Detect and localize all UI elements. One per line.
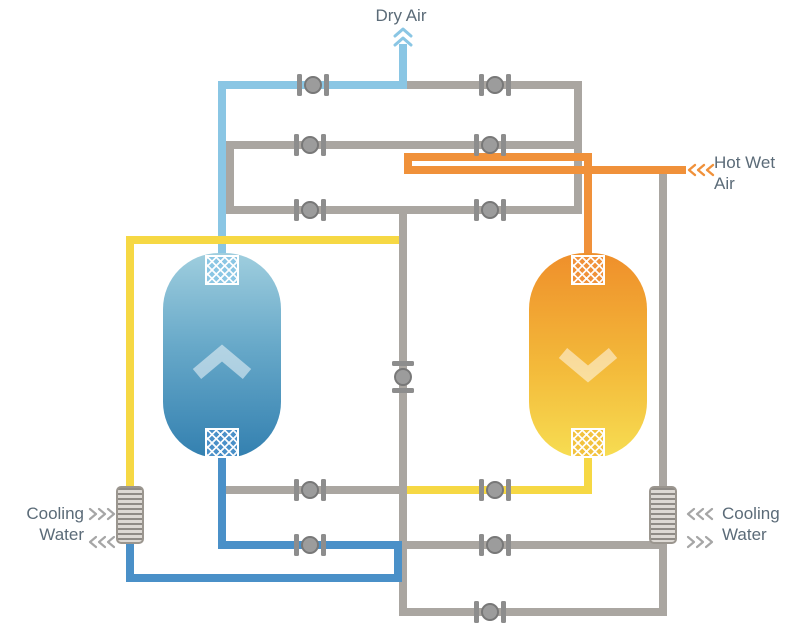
- pipe-header2: [226, 141, 582, 149]
- valve-icon-header1-right: [479, 74, 511, 96]
- pipe-yellow-top: [126, 236, 399, 244]
- pipe-bottom-return: [399, 608, 667, 616]
- left-tower: [163, 253, 281, 458]
- cooling-water-right-line1: Cooling: [722, 504, 780, 523]
- pipe-hot-air-upper: [404, 153, 592, 161]
- cooling-right-inlet-icon: [686, 507, 714, 521]
- pipe-yellow-right-riser: [584, 448, 592, 494]
- cooling-water-left-label: Cooling Water: [8, 503, 84, 545]
- valve-icon-yellow-bottom: [479, 479, 511, 501]
- valve-icon-bottom-left: [294, 479, 326, 501]
- valve-icon-header2-left: [294, 134, 326, 156]
- up-flow-arrow-icon: [192, 344, 252, 379]
- valve-icon-header3-right: [474, 199, 506, 221]
- valve-icon-bottom-right: [479, 534, 511, 556]
- valve-icon-bottom-return: [474, 601, 506, 623]
- left-tower-top-port: [205, 255, 239, 285]
- right-tower-top-port: [571, 255, 605, 285]
- left-tower-bottom-port: [205, 428, 239, 458]
- cooling-water-right-label: Cooling Water: [722, 503, 798, 545]
- valve-icon-center-crossover: [392, 361, 414, 393]
- pipe-left-link: [226, 141, 234, 214]
- hot-wet-air-label: Hot Wet Air: [714, 152, 794, 194]
- valve-icon-header3-left: [294, 199, 326, 221]
- cooling-water-left-line2: Water: [39, 525, 84, 544]
- cooling-water-exchanger-left: [116, 486, 144, 544]
- hot-wet-air-label-line1: Hot Wet: [714, 153, 776, 172]
- cooling-water-left-line1: Cooling: [26, 504, 84, 523]
- hot-wet-air-label-line2: Air: [714, 174, 735, 193]
- pipe-hot-air-uturn: [404, 153, 412, 174]
- down-flow-arrow-icon: [558, 348, 618, 383]
- pipe-dry-air-outlet: [399, 44, 407, 88]
- hot-wet-air-flow-left-icon: [687, 163, 715, 177]
- cooling-left-inlet-icon: [88, 507, 116, 521]
- dry-air-label: Dry Air: [375, 6, 427, 25]
- pipe-right-cooler-feed: [659, 166, 667, 488]
- pipe-dry-air-riser-left: [218, 81, 226, 261]
- pipe-hot-air-tower-feed: [584, 153, 592, 260]
- pipe-right-cooler-outlet: [659, 540, 667, 616]
- right-tower-bottom-port: [571, 428, 605, 458]
- pipe-blue-tower-drain: [218, 448, 226, 549]
- right-tower: [529, 253, 647, 458]
- pipe-blue-return: [126, 574, 402, 582]
- pipe-center-crossover: [399, 206, 407, 616]
- pipe-yellow-left-drop: [126, 236, 134, 488]
- dry-air-flow-up-icon: [393, 27, 413, 47]
- valve-icon-header2-right: [474, 134, 506, 156]
- valve-icon-dry-header-left: [297, 74, 329, 96]
- cooling-left-outlet-icon: [88, 535, 116, 549]
- cooling-right-outlet-icon: [686, 535, 714, 549]
- pipe-hot-air-inlet: [404, 166, 686, 174]
- cooling-water-exchanger-right: [649, 486, 677, 544]
- pipe-blue-drop: [394, 541, 402, 582]
- valve-icon-blue-row: [294, 534, 326, 556]
- cooling-water-right-line2: Water: [722, 525, 767, 544]
- pipe-blue-cooler-riser: [126, 540, 134, 582]
- pipe-bottom-right-header: [407, 541, 667, 549]
